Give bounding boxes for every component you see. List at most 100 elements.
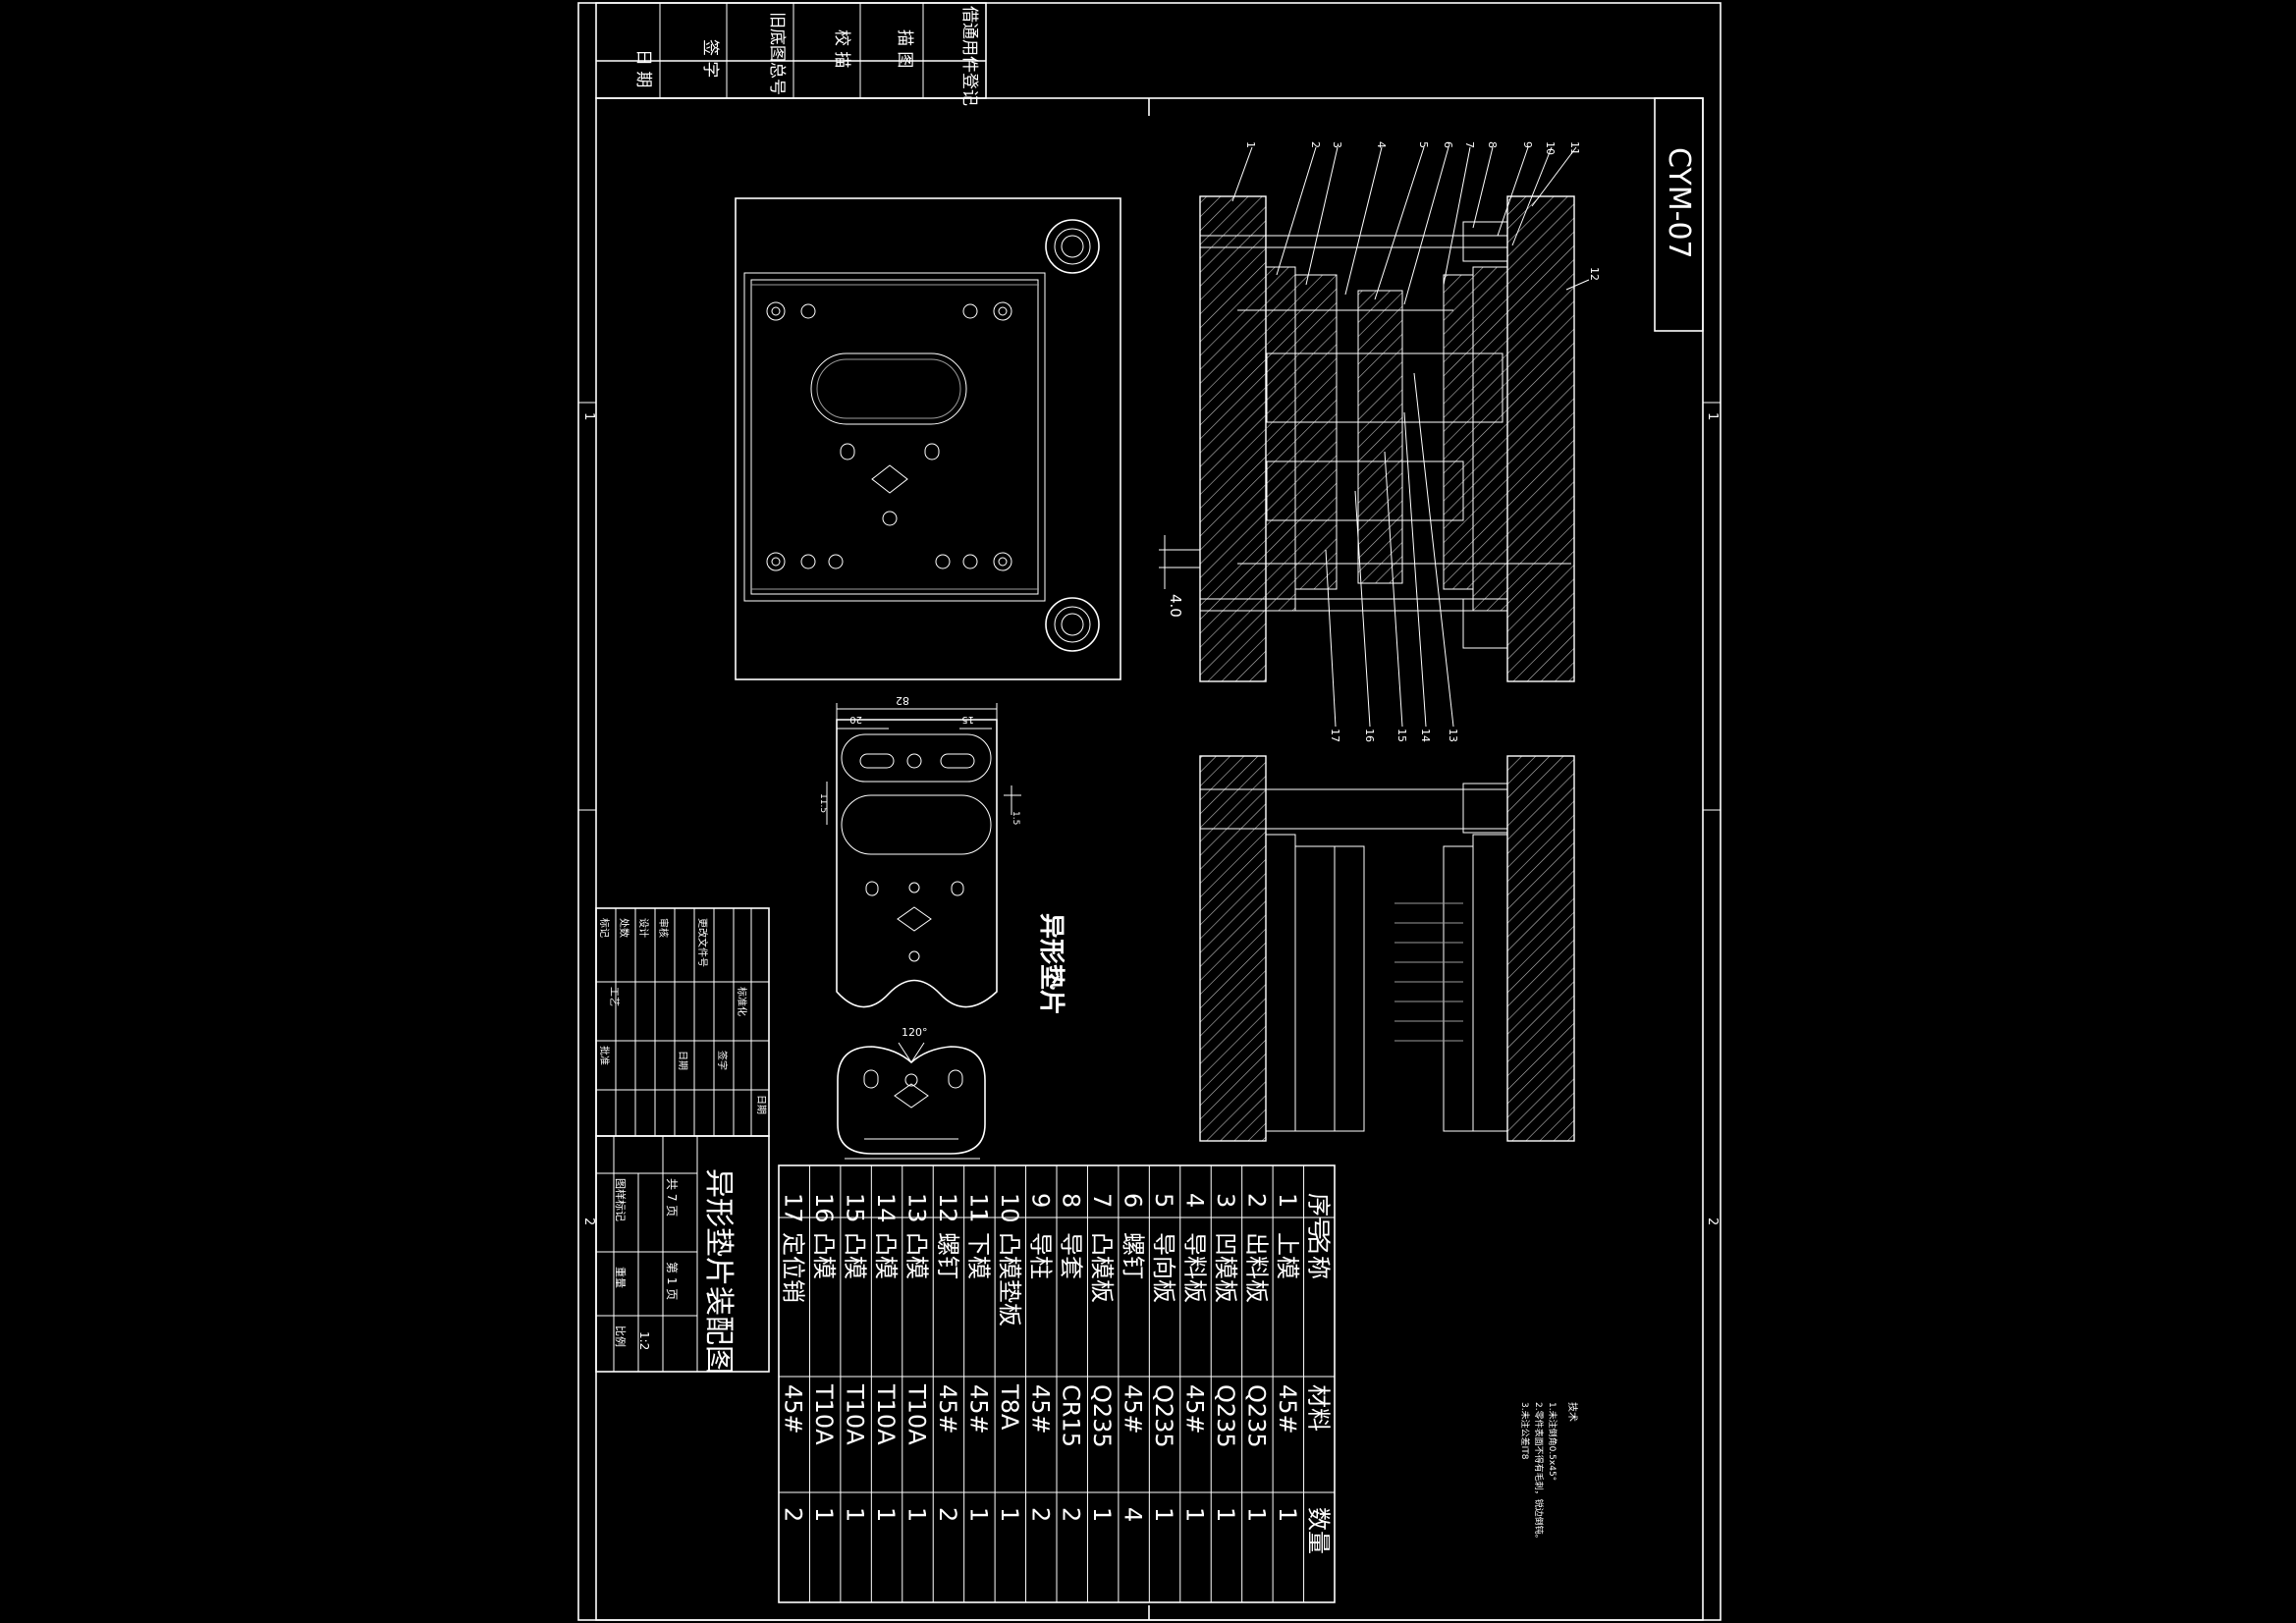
bom-cell-no: 11: [964, 1193, 992, 1223]
side-label-6: 借通用件登记: [959, 6, 979, 106]
leader-12: 12: [1588, 267, 1601, 281]
leaders-bottom: 17 16 15 14 13: [1325, 372, 1459, 742]
bom-cell-name: 导向板: [1150, 1232, 1177, 1303]
bom-cell-material: T10A: [810, 1383, 838, 1445]
side-label-4: 校 描: [832, 29, 851, 68]
note-3: 3.未注公差IT8: [1519, 1402, 1531, 1460]
leader-16: 16: [1363, 729, 1376, 742]
bom-header-qty: 数量: [1304, 1507, 1332, 1554]
dim-strip-edge: 15: [961, 714, 974, 725]
leader-2: 2: [1309, 141, 1322, 148]
bom-cell-material: T8A: [996, 1383, 1023, 1431]
bom-cell-qty: 4: [1120, 1507, 1147, 1522]
leader-7: 7: [1463, 141, 1476, 148]
bom-cell-name: 导料板: [1181, 1232, 1209, 1303]
tb-label-design: 设计: [637, 918, 650, 938]
bom-cell-no: 1: [1274, 1193, 1301, 1208]
tb-label-approve: 批准: [598, 1046, 611, 1065]
title-block-stage: 图样标记: [614, 1178, 628, 1221]
leader-14: 14: [1419, 729, 1432, 742]
leader-3: 3: [1331, 141, 1343, 148]
bom-cell-name: 螺钉: [1120, 1232, 1147, 1279]
bom-cell-material: 45#: [1026, 1384, 1054, 1434]
note-2: 2.零件表面不得有毛刺，锐边倒钝。: [1533, 1402, 1545, 1543]
bom-cell-material: T10A: [842, 1383, 869, 1445]
bom-cell-no: 17: [780, 1193, 807, 1223]
bom-cell-qty: 2: [780, 1507, 807, 1522]
bom-cell-qty: 1: [1181, 1507, 1209, 1522]
zone-mark-left-2: 2: [581, 1217, 596, 1225]
bom-cell-name: 凸模: [842, 1232, 869, 1279]
bom-cell-name: 凸模: [810, 1232, 838, 1279]
bom-cell-qty: 1: [996, 1507, 1023, 1522]
bom-cell-qty: 2: [1058, 1507, 1085, 1522]
bom-cell-no: 7: [1088, 1193, 1116, 1208]
bom-cell-name: 定位销: [780, 1232, 807, 1303]
bom-cell-no: 14: [872, 1193, 900, 1223]
bom-cell-material: Q235: [1150, 1384, 1177, 1448]
dim-strip-side: 11.5: [818, 793, 828, 813]
leader-4: 4: [1375, 141, 1388, 148]
title-block: 标记 处数 更改文件号 签字 日期 设计 审核 工艺 标准化 日期 批准 异形垫…: [595, 907, 770, 1375]
dim-section: 4.0: [1167, 594, 1184, 618]
bom-cell-qty: 1: [1212, 1507, 1239, 1522]
part-angle: 120°: [902, 1026, 928, 1039]
tb-label-process: 工艺: [608, 987, 620, 1006]
bom-cell-no: 8: [1058, 1193, 1085, 1208]
zone-mark-left-1: 1: [581, 412, 596, 420]
tb-label-count: 处数: [618, 918, 630, 938]
dim-strip-gap: 1.5: [1011, 811, 1020, 825]
bom-cell-name: 上模: [1274, 1232, 1301, 1279]
leader-15: 15: [1395, 729, 1408, 742]
bom-cell-no: 5: [1150, 1193, 1177, 1208]
bom-cell-qty: 1: [1274, 1507, 1301, 1522]
leader-9: 9: [1521, 141, 1534, 148]
bom-cell-no: 6: [1120, 1193, 1147, 1208]
section-view-main: 4.0: [1159, 195, 1575, 682]
leader-10: 10: [1544, 141, 1557, 155]
tb-label-date2: 日期: [755, 1095, 767, 1114]
leader-5: 5: [1417, 141, 1430, 148]
bom-cell-material: 45#: [1274, 1384, 1301, 1434]
dim-strip-pitch: 20: [849, 714, 862, 725]
strip-layout: 82 20 15 11.5 1.5: [818, 694, 1021, 1008]
bom-cell-qty: 1: [810, 1507, 838, 1522]
bom-cell-material: 45#: [934, 1384, 961, 1434]
bom-cell-material: Q235: [1242, 1384, 1270, 1448]
bom-cell-name: 导柱: [1026, 1232, 1054, 1279]
leader-17: 17: [1329, 729, 1341, 742]
bom-cell-no: 10: [996, 1193, 1023, 1223]
bom-cell-name: 凸模: [872, 1232, 900, 1279]
bom-cell-no: 16: [810, 1193, 838, 1223]
bom-cell-no: 9: [1026, 1193, 1054, 1208]
bom-cell-material: T10A: [872, 1383, 900, 1445]
bom-cell-material: 45#: [964, 1384, 992, 1434]
drawing-code: CYM-07: [1662, 147, 1696, 259]
bom-cell-material: Q235: [1088, 1384, 1116, 1448]
bom-table[interactable]: 序号名称材料数量1上模45#12出料板Q23513凹模板Q23514导料板45#…: [778, 1164, 1336, 1603]
bom-cell-no: 4: [1181, 1193, 1209, 1208]
bom-cell-material: CR15: [1058, 1384, 1085, 1447]
bom-cell-material: 45#: [1120, 1384, 1147, 1434]
bom-cell-material: 45#: [780, 1384, 807, 1434]
bom-cell-qty: 1: [964, 1507, 992, 1522]
bom-cell-qty: 1: [903, 1507, 931, 1522]
bom-cell-qty: 1: [1150, 1507, 1177, 1522]
tb-label-mark: 标记: [598, 918, 610, 938]
tb-label-change: 更改文件号: [696, 918, 709, 967]
bom-cell-name: 凸模: [903, 1232, 931, 1279]
leaders-top: 1 2 3 4 5 6 7 8 9 10 11 12: [1231, 141, 1601, 305]
sheet-total: 共 7 页: [665, 1178, 679, 1217]
bom-cell-name: 导套: [1058, 1232, 1085, 1279]
side-label-1: 日 期: [633, 49, 653, 87]
bom-cell-name: 凸模垫板: [996, 1232, 1023, 1326]
bom-cell-no: 13: [903, 1193, 931, 1223]
bom-cell-no: 2: [1242, 1193, 1270, 1208]
leader-1: 1: [1244, 141, 1257, 148]
leader-8: 8: [1486, 141, 1499, 148]
bom-header-no: 序号: [1304, 1193, 1332, 1240]
tb-label-standard: 标准化: [736, 987, 748, 1016]
tb-label-sign: 签字: [716, 1051, 729, 1070]
bom-cell-name: 螺钉: [934, 1232, 961, 1279]
